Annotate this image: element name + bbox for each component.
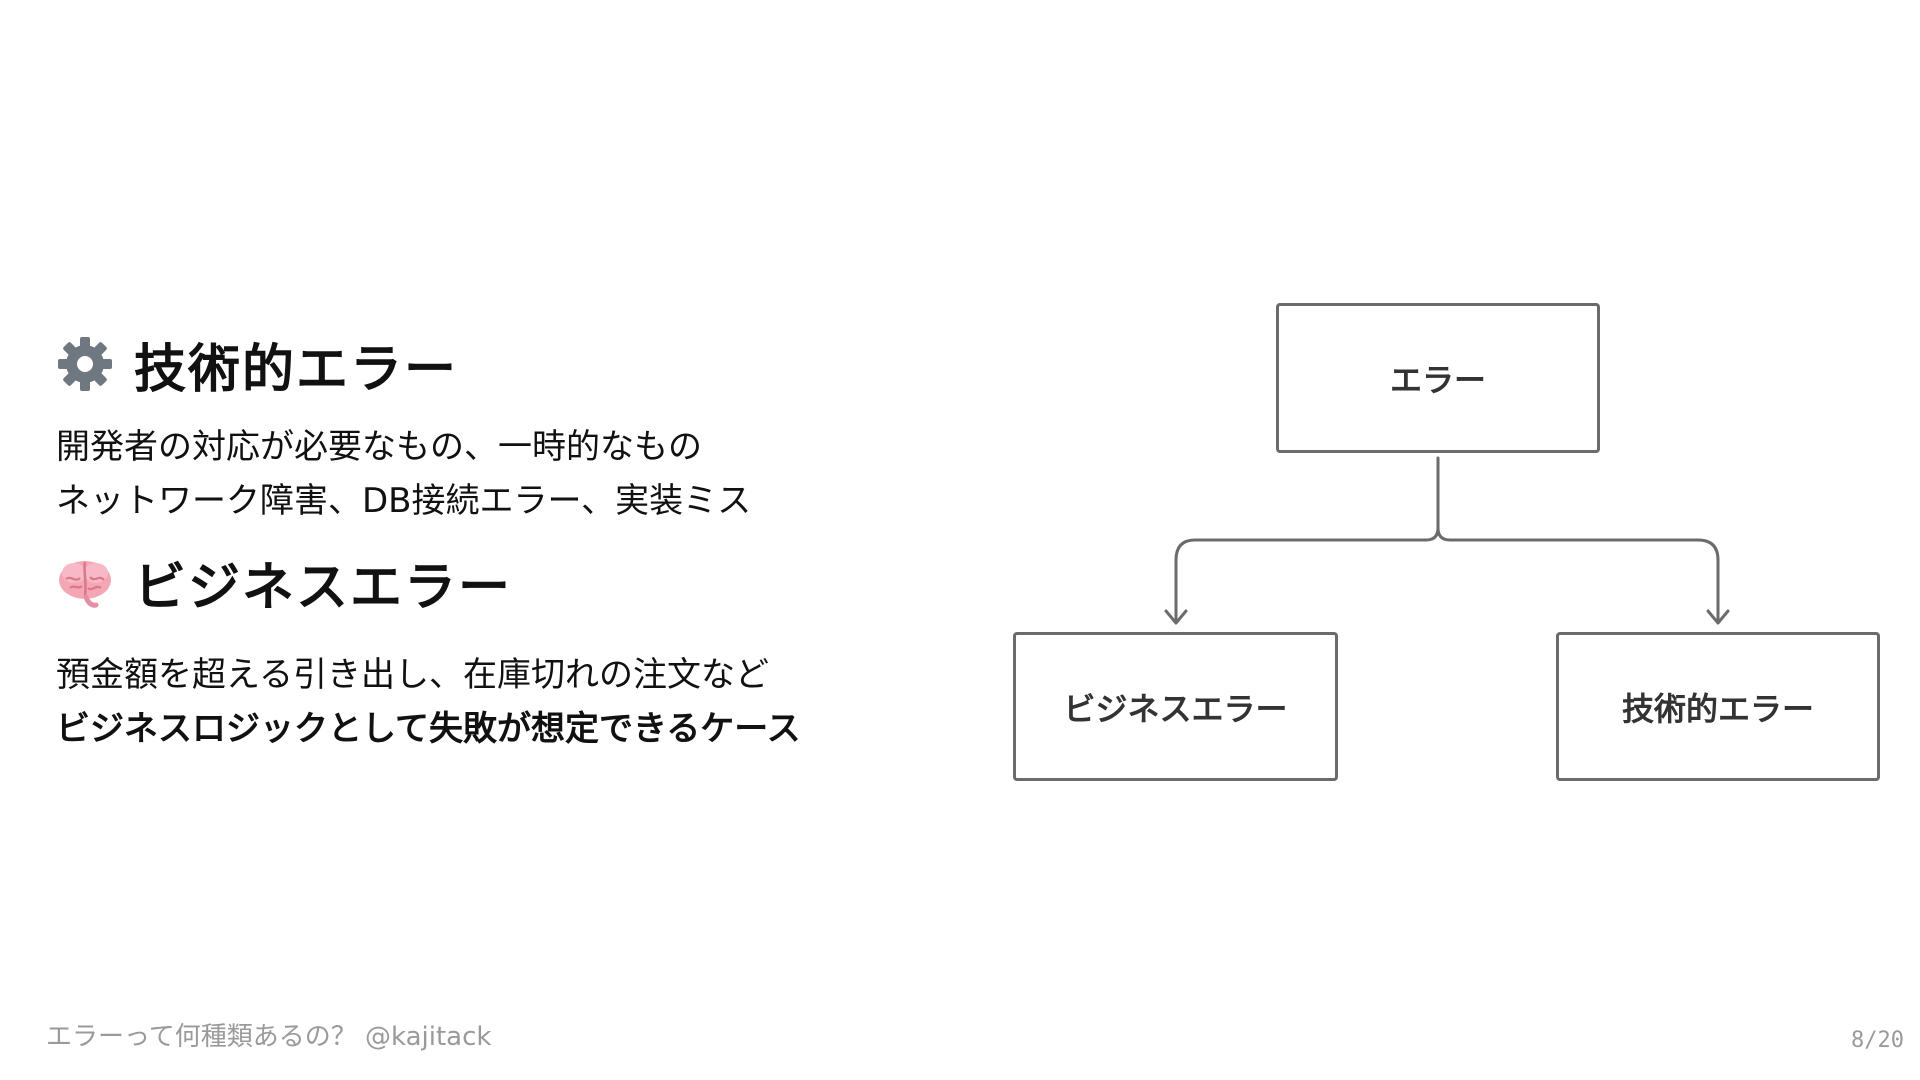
footer-title: エラーって何種類あるの？ @kajitack [46,1022,492,1052]
gear-icon [56,335,114,393]
technical-error-heading: 技術的エラー [56,328,956,400]
business-error-line-2: ビジネスロジックとして失敗が想定できるケース [56,709,801,749]
arrowhead-technical [1706,609,1730,625]
content-column: 技術的エラー 開発者の対応が必要なもの、一時的なもの ネットワーク障害、DB接続… [56,328,956,756]
connector-root-to-technical [1436,526,1720,624]
diagram-node-business-error: ビジネスエラー [1013,632,1338,781]
technical-error-description: 開発者の対応が必要なもの、一時的なもの ネットワーク障害、DB接続エラー、実装ミ… [56,420,956,528]
connector-root-to-business [1174,456,1440,624]
technical-error-title: 技術的エラー [134,339,459,400]
business-error-description: 預金額を超える引き出し、在庫切れの注文など ビジネスロジックとして失敗が想定でき… [56,648,956,756]
diagram-node-technical-error: 技術的エラー [1556,632,1880,781]
technical-error-line-1: 開発者の対応が必要なもの、一時的なもの [56,427,702,467]
business-error-title: ビジネスエラー [134,557,513,618]
brain-icon [56,553,114,611]
technical-error-line-2: ネットワーク障害、DB接続エラー、実装ミス [56,481,752,521]
arrowhead-business [1164,609,1188,625]
page-number: 8/20 [1851,1028,1904,1053]
diagram-node-error: エラー [1276,303,1600,453]
business-error-line-1: 預金額を超える引き出し、在庫切れの注文など [56,655,769,695]
business-error-heading: ビジネスエラー [56,546,956,618]
